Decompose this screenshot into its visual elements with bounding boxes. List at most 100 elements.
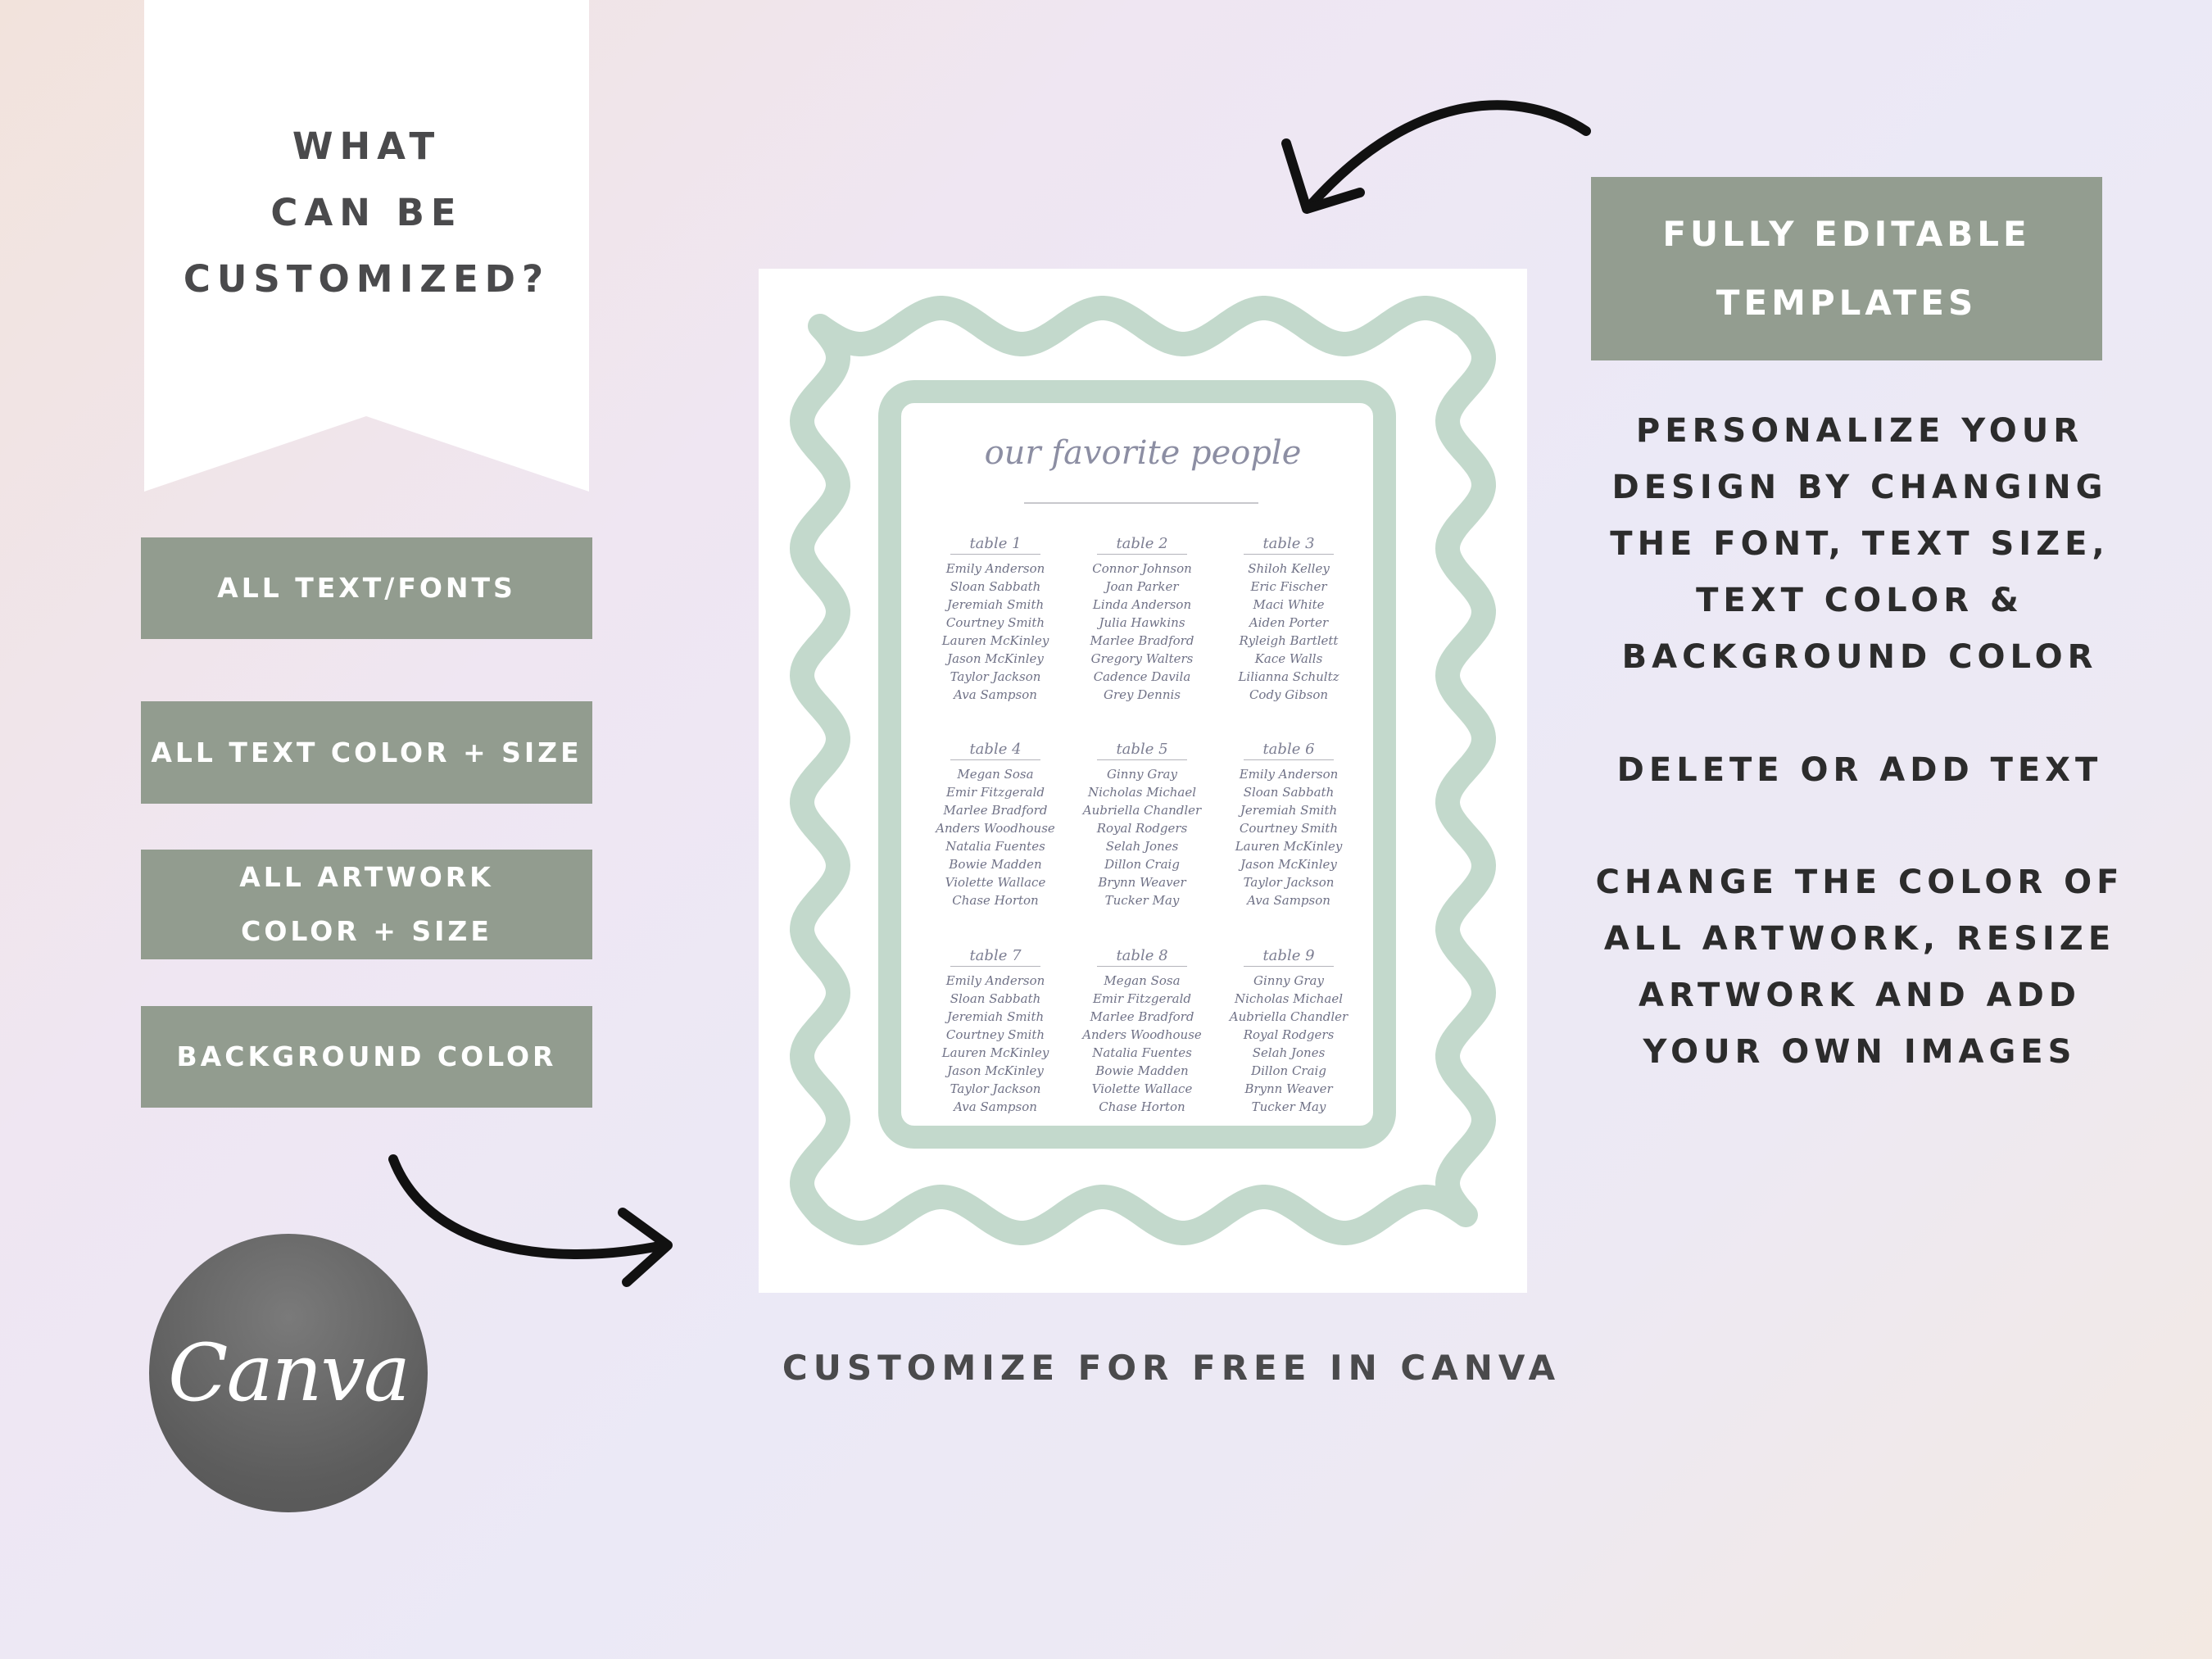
guest-name: Courtney Smith	[945, 1027, 1045, 1042]
inner-frame	[878, 380, 1396, 1149]
para-line: YOUR OWN IMAGES	[1643, 1033, 2077, 1071]
feature-background-color[interactable]: BACKGROUND COLOR	[141, 1006, 592, 1108]
table-heading: table 4	[969, 741, 1022, 758]
feature-label: ALL TEXT/FONTS	[217, 572, 516, 604]
guest-name: Emir Fitzgerald	[945, 785, 1045, 800]
guest-name: Megan Sosa	[1104, 973, 1181, 988]
guest-name: Natalia Fuentes	[945, 839, 1045, 854]
guest-name: Linda Anderson	[1092, 597, 1192, 612]
table-heading: table 9	[1262, 947, 1315, 964]
table-heading: table 5	[1116, 741, 1168, 758]
guest-name: Ryleigh Bartlett	[1239, 633, 1339, 648]
table-divider	[1244, 759, 1334, 760]
guest-name: Chase Horton	[1099, 1099, 1185, 1114]
feature-text-color-size[interactable]: ALL TEXT COLOR + SIZE	[141, 701, 592, 804]
arrow-from-buttons-icon	[388, 1154, 673, 1287]
banner-line: CAN BE	[270, 191, 463, 234]
heading-line: FULLY EDITABLE	[1662, 214, 2031, 254]
guest-name: Natalia Fuentes	[1092, 1045, 1192, 1060]
guest-name: Cadence Davila	[1093, 669, 1191, 684]
para-line: TEXT COLOR &	[1696, 582, 2024, 619]
guest-name: Jason McKinley	[1240, 857, 1337, 872]
guest-name: Anders Woodhouse	[936, 821, 1055, 836]
guest-name: Taylor Jackson	[950, 1081, 1041, 1096]
table-divider	[1097, 966, 1187, 967]
guest-name: Connor Johnson	[1092, 561, 1192, 576]
guest-name: Brynn Weaver	[1098, 875, 1186, 890]
guest-name: Marlee Bradford	[1090, 633, 1194, 648]
feature-text-fonts[interactable]: ALL TEXT/FONTS	[141, 537, 592, 639]
guest-name: Tucker May	[1104, 893, 1180, 908]
guest-name: Violette Wallace	[1091, 1081, 1193, 1096]
table-divider	[1244, 966, 1334, 967]
guest-name: Nicholas Michael	[1087, 785, 1197, 800]
title-divider	[1024, 502, 1258, 504]
guest-name: Ginny Gray	[1107, 767, 1177, 782]
table-heading: table 8	[1116, 947, 1168, 964]
guest-name: Sloan Sabbath	[950, 991, 1041, 1006]
guest-name: Anders Woodhouse	[1082, 1027, 1202, 1042]
customize-banner	[144, 0, 589, 492]
canva-caption: CUSTOMIZE FOR FREE IN CANVA	[782, 1348, 1562, 1388]
guest-name: Taylor Jackson	[950, 669, 1041, 684]
table-divider	[1244, 554, 1334, 555]
guest-name: Aubriella Chandler	[1082, 803, 1202, 818]
guest-name: Nicholas Michael	[1234, 991, 1344, 1006]
wavy-frame	[790, 296, 1496, 1245]
guest-name: Emily Anderson	[945, 973, 1045, 988]
guest-name: Selah Jones	[1252, 1045, 1326, 1060]
guest-name: Dillon Craig	[1104, 857, 1180, 872]
banner-line: WHAT	[292, 125, 442, 168]
guest-name: Chase Horton	[952, 893, 1039, 908]
canva-logo: Canva	[149, 1234, 428, 1512]
guest-name: Courtney Smith	[1239, 821, 1339, 836]
banner-line: CUSTOMIZED?	[183, 257, 551, 301]
guest-name: Gregory Walters	[1090, 651, 1194, 666]
feature-artwork-color-size[interactable]: ALL ARTWORK COLOR + SIZE	[141, 850, 592, 959]
guest-name: Kace Walls	[1254, 651, 1323, 666]
guest-name: Bowie Madden	[1095, 1063, 1189, 1078]
guest-name: Megan Sosa	[957, 767, 1034, 782]
guest-name: Aiden Porter	[1249, 615, 1329, 630]
guest-name: Sloan Sabbath	[950, 579, 1041, 594]
guest-name: Jeremiah Smith	[946, 1009, 1045, 1024]
guest-name: Maci White	[1253, 597, 1325, 612]
canva-logo-text: Canva	[168, 1327, 410, 1419]
para-line: ARTWORK AND ADD	[1638, 977, 2082, 1014]
fully-editable-heading: FULLY EDITABLE TEMPLATES	[1591, 177, 2102, 360]
guest-name: Ginny Gray	[1253, 973, 1324, 988]
artwork-paragraph: CHANGE THE COLOR OF ALL ARTWORK, RESIZE …	[1557, 854, 2163, 1081]
personalize-paragraph: PERSONALIZE YOUR DESIGN BY CHANGING THE …	[1557, 403, 2163, 686]
guest-name: Jeremiah Smith	[946, 597, 1045, 612]
guest-name: Aubriella Chandler	[1229, 1009, 1349, 1024]
heading-line: TEMPLATES	[1716, 283, 1978, 323]
para-line: DELETE OR ADD TEXT	[1616, 751, 2103, 789]
guest-name: Taylor Jackson	[1243, 875, 1335, 890]
guest-name: Courtney Smith	[945, 615, 1045, 630]
guest-name: Selah Jones	[1105, 839, 1179, 854]
para-line: PERSONALIZE YOUR	[1635, 412, 2084, 450]
guest-name: Grey Dennis	[1104, 687, 1181, 702]
guest-name: Lauren McKinley	[941, 1045, 1049, 1060]
template-title: our favorite people	[984, 434, 1302, 472]
banner-heading: WHAT CAN BE CUSTOMIZED?	[144, 113, 589, 312]
table-divider	[950, 966, 1040, 967]
para-line: CHANGE THE COLOR OF	[1595, 863, 2124, 901]
guest-name: Violette Wallace	[945, 875, 1046, 890]
table-divider	[950, 759, 1040, 760]
para-line: DESIGN BY CHANGING	[1611, 469, 2108, 506]
guest-name: Jeremiah Smith	[1240, 803, 1338, 818]
para-line: THE FONT, TEXT SIZE,	[1610, 525, 2110, 563]
guest-name: Eric Fischer	[1250, 579, 1327, 594]
guest-name: Lauren McKinley	[1235, 839, 1343, 854]
table-heading: table 6	[1262, 741, 1315, 758]
guest-name: Sloan Sabbath	[1243, 785, 1335, 800]
guest-name: Emily Anderson	[945, 561, 1045, 576]
table-divider	[1097, 759, 1187, 760]
guest-name: Julia Hawkins	[1099, 615, 1185, 630]
guest-name: Ava Sampson	[1247, 893, 1330, 908]
